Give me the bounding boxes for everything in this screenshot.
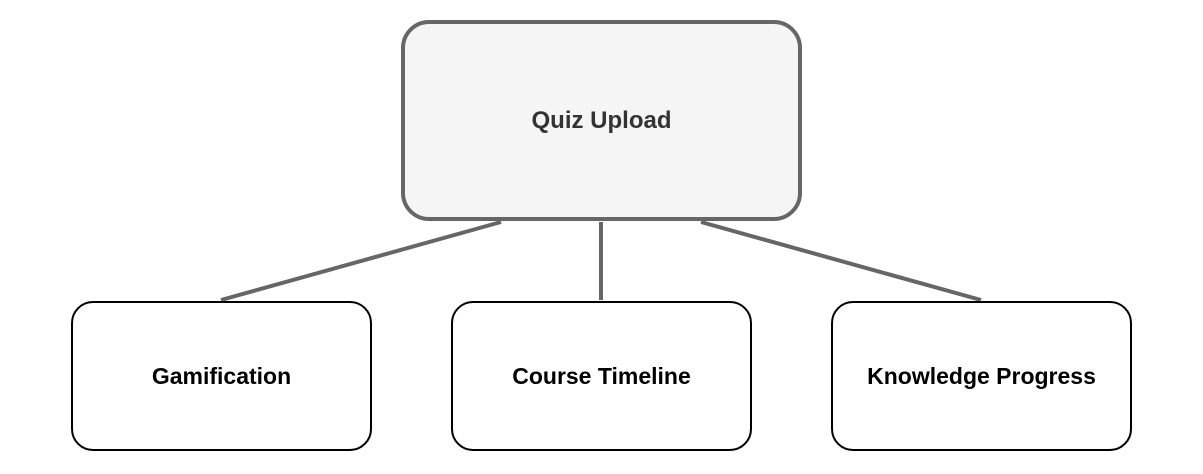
child-node-course-timeline: Course Timeline bbox=[451, 301, 752, 451]
child-node-label: Course Timeline bbox=[512, 362, 691, 389]
root-node: Quiz Upload bbox=[401, 20, 802, 221]
root-node-label: Quiz Upload bbox=[531, 106, 672, 134]
connector-to-knowledge-progress bbox=[700, 220, 982, 302]
child-node-label: Knowledge Progress bbox=[867, 362, 1096, 389]
child-node-gamification: Gamification bbox=[71, 301, 372, 451]
child-node-label: Gamification bbox=[151, 362, 292, 389]
connector-to-gamification bbox=[220, 220, 502, 302]
child-node-knowledge-progress: Knowledge Progress bbox=[831, 301, 1132, 451]
